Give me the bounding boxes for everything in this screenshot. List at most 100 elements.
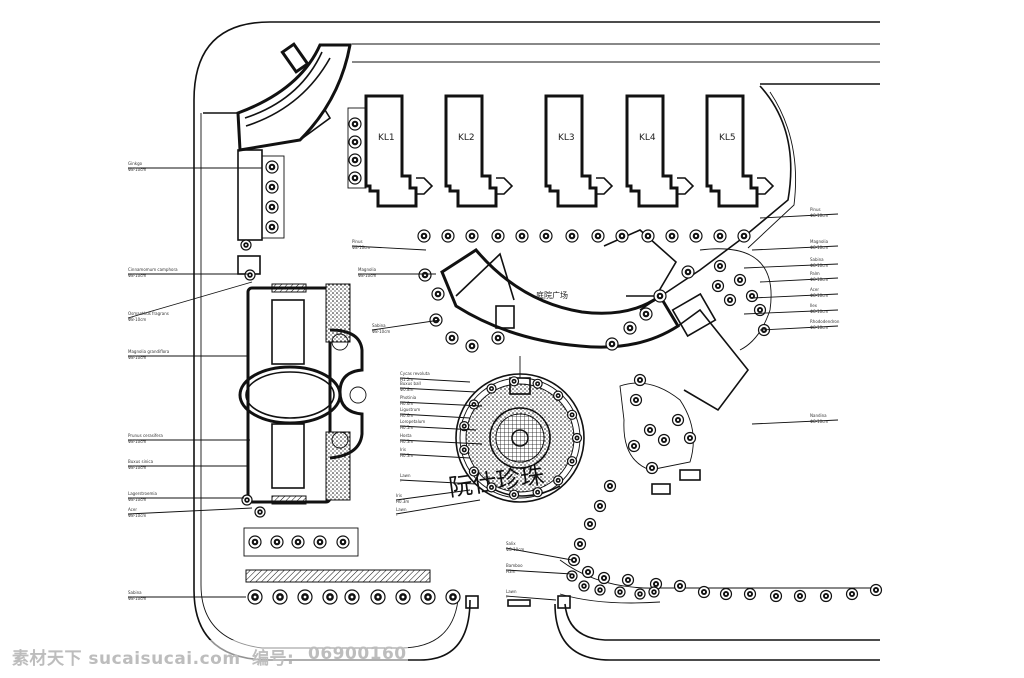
tree-symbol [697,585,711,599]
watermark-site: 素材天下 sucaisucai.com [12,649,241,669]
tree-symbol [532,378,543,389]
callout-name: Photinia [400,395,417,400]
building-label: KL5 [719,133,736,143]
callout-spec: H0.6m [400,413,413,418]
tree-symbol [565,229,579,243]
tree-symbol [420,589,436,605]
callout-name: Lawn [400,473,411,478]
callout-name: Sabina [128,590,142,595]
tree-symbol [869,583,883,597]
tree-symbol [683,431,697,445]
building-kl1: KL1 [364,94,434,208]
callout-name: Magnolia [810,239,829,244]
tree-symbol [623,321,637,335]
tree-symbol [673,579,687,593]
building-row: KL1 KL2 KL3 KL4 KL5 [347,85,797,311]
callout-spec: Φ8-10cm [506,547,524,552]
east-garden [619,248,772,495]
callout-spec: Φ8-10cm [128,596,146,601]
tree-symbol [645,461,659,475]
tree-layer [240,117,883,605]
tree-symbol [313,535,327,549]
tree-symbol [845,587,859,601]
callout-name: Ginkgo [128,161,143,166]
callout-spec: Φ8-10cm [810,277,828,282]
callout-spec: H0.3m [400,453,413,458]
tree-symbol [265,220,279,234]
tree-symbol [737,229,751,243]
callout-name: Iris [400,447,406,452]
callout-spec: Φ8-10cm [128,273,146,278]
tree-symbol [733,273,747,287]
tree-symbol [597,571,611,585]
tree-symbol [641,229,655,243]
callout-name: Osmanthus fragrans [128,311,169,316]
tree-symbol [634,588,646,600]
tree-symbol [566,570,578,582]
tree-symbol [418,268,432,282]
building-kl2: KL2 [444,94,514,208]
tree-symbol [486,383,497,394]
tree-symbol [348,153,362,167]
building-kl3: KL3 [544,94,614,208]
building-label: KL4 [639,133,656,143]
tree-symbol [719,587,733,601]
callout-name: Sabina [372,323,386,328]
tree-symbol [445,331,459,345]
callout-name: Iris [396,493,402,498]
tree-symbol [653,289,667,303]
tree-symbol [272,589,288,605]
tree-symbol [681,265,695,279]
tree-symbol [571,432,583,444]
tree-symbol [633,373,647,387]
callout-name: Acer [128,507,137,512]
callout-spec: H0.6m [400,401,413,406]
tree-symbol [553,475,564,486]
tree-symbol [508,489,520,500]
tree-symbol [395,589,411,605]
entrance-building [236,42,352,275]
callout-name: Buxus ball [400,381,421,386]
callout-spec: H1.2m [400,377,413,382]
callout-name: Prunus cerasifera [128,433,163,438]
watermark: 素材天下 sucaisucai.com 编号: 06900160 [8,640,408,672]
tree-symbol [322,589,338,605]
callout-name: Palm [810,271,820,276]
tree-symbol [643,423,657,437]
callout-name: Ligustrum [400,407,420,412]
tree-symbol [459,444,470,455]
callout-name: Pinus [352,239,363,244]
tree-symbol [465,229,479,243]
tree-symbol [615,229,629,243]
callout-name: Rhododendron [810,319,840,324]
circular-plaza: 阮仕珍珠 [447,356,585,503]
tree-symbol [553,390,564,401]
callout-spec: Φ8-10cm [810,309,828,314]
tree-symbol [657,433,671,447]
callout-name: Hosta [400,433,412,438]
callout-spec: H0.5m [400,425,413,430]
callout-spec: Φ8-10cm [352,245,370,250]
tree-symbol [591,229,605,243]
tree-symbol [240,239,252,251]
watermark-number-label: 编号: [252,649,295,669]
planter-box [243,527,359,557]
tree-symbol [711,279,725,293]
callout-spec: Φ8-10cm [128,167,146,172]
tree-symbol [265,180,279,194]
plaza-label: 庭院广场 [536,290,568,300]
callout-spec: - [396,513,398,518]
tree-symbol [753,303,767,317]
